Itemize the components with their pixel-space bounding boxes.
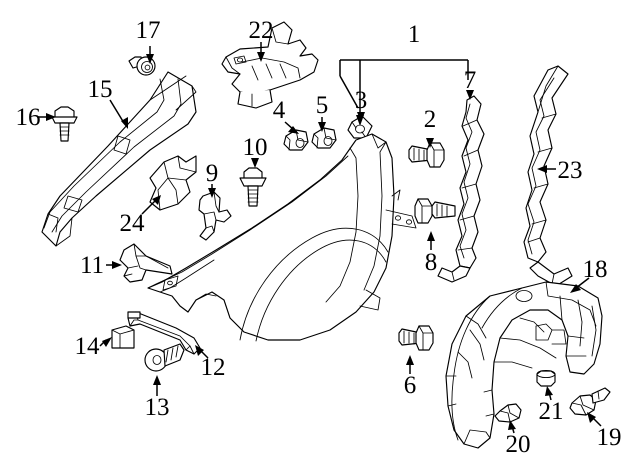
callout-14[interactable]: 14 (75, 333, 101, 360)
callout-5[interactable]: 5 (316, 92, 329, 119)
part-11-fender-brace[interactable] (119, 243, 173, 283)
callout-6[interactable]: 6 (404, 372, 417, 399)
part-18-fender-liner-splash-shield[interactable] (445, 281, 603, 449)
callout-1[interactable]: 1 (408, 21, 421, 48)
part-12-lower-fender-rail[interactable] (127, 311, 201, 355)
callout-numbers: 1 2 3 4 5 6 7 8 9 10 11 12 13 14 15 16 1… (16, 17, 622, 458)
leader-lines (38, 42, 602, 434)
part-8-hex-flange-bolt[interactable] (414, 198, 456, 224)
callout-7[interactable]: 7 (464, 67, 477, 94)
callout-8[interactable]: 8 (425, 249, 438, 276)
part-24-corner-bracket[interactable] (149, 155, 197, 211)
part-13-pan-head-screw[interactable] (144, 343, 185, 372)
callout-23[interactable]: 23 (558, 157, 583, 184)
part-16-hex-flange-bolt[interactable] (51, 106, 78, 142)
part-5-fender-clip[interactable] (311, 127, 337, 149)
callout-2[interactable]: 2 (424, 106, 437, 133)
part-19-push-pin-retainer[interactable] (569, 387, 611, 416)
callout-15[interactable]: 15 (88, 76, 113, 103)
callout-3[interactable]: 3 (355, 87, 368, 114)
part-9-mounting-bracket[interactable] (198, 191, 232, 241)
part-6-hex-flange-bolt[interactable] (398, 325, 434, 351)
part-15-upper-side-rail[interactable] (41, 71, 197, 247)
callout-11[interactable]: 11 (80, 252, 104, 279)
part-23-fender-reinforcement-outer[interactable] (523, 65, 573, 287)
callout-20[interactable]: 20 (506, 431, 531, 458)
part-7-fender-reinforcement-inner[interactable] (437, 95, 485, 283)
part-14-end-cap[interactable] (111, 325, 135, 349)
part-4-fender-clip[interactable] (283, 129, 309, 151)
callout-4[interactable]: 4 (273, 97, 286, 124)
part-2-hex-flange-bolt[interactable] (408, 142, 445, 168)
callout-10[interactable]: 10 (243, 134, 268, 161)
callout-13[interactable]: 13 (145, 394, 170, 421)
part-1-front-fender-panel[interactable] (147, 133, 417, 342)
callout-22[interactable]: 22 (249, 17, 274, 44)
callout-17[interactable]: 17 (136, 17, 161, 44)
callout-16[interactable]: 16 (16, 104, 41, 131)
part-21-grommet-plug[interactable] (536, 369, 556, 387)
part-10-flange-bolt[interactable] (239, 167, 267, 207)
callout-21[interactable]: 21 (539, 398, 564, 425)
callout-24[interactable]: 24 (120, 210, 146, 237)
callout-12[interactable]: 12 (201, 354, 226, 381)
part-22-cowl-side-insulator[interactable] (221, 21, 319, 109)
callout-19[interactable]: 19 (597, 424, 622, 451)
callout-9[interactable]: 9 (206, 160, 219, 187)
part-20-push-pin-retainer[interactable] (494, 403, 522, 423)
callout-18[interactable]: 18 (583, 256, 608, 283)
